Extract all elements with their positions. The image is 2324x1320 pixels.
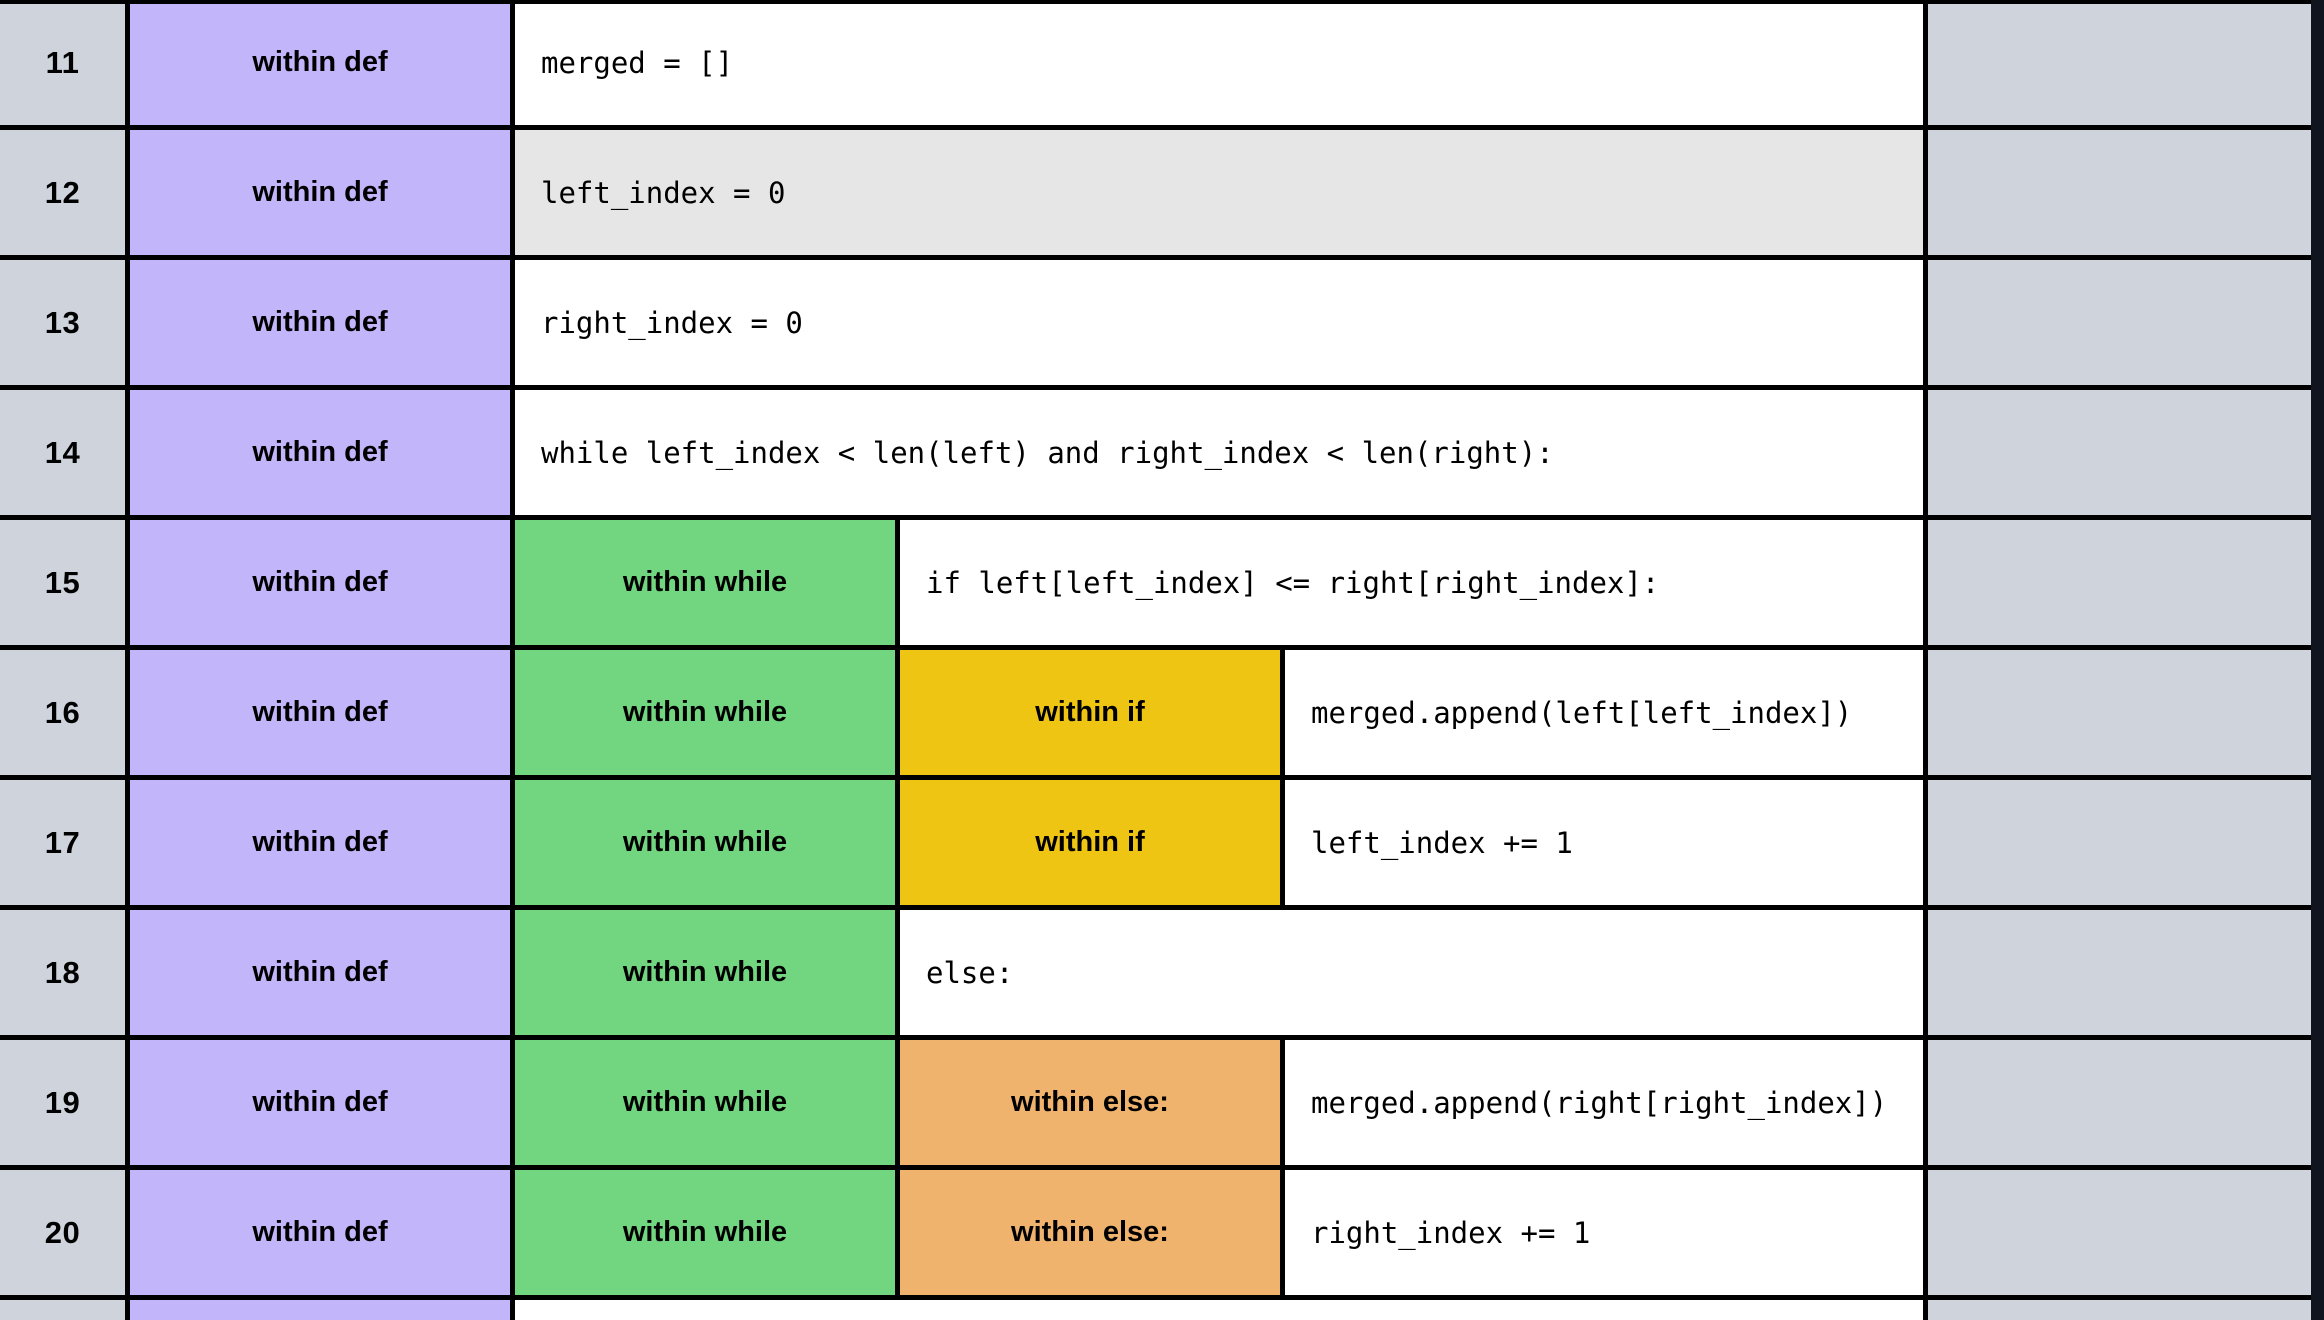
line-number-cell[interactable]: 20 — [0, 1170, 130, 1295]
scope-cell-level-2[interactable]: within while — [515, 780, 900, 905]
trailing-empty-cell[interactable] — [1928, 1300, 2311, 1320]
line-number-cell[interactable]: 17 — [0, 780, 130, 905]
scope-cell-level-1[interactable]: within def — [130, 1300, 515, 1320]
trailing-empty-cell[interactable] — [1928, 1170, 2311, 1295]
code-cell[interactable] — [515, 1300, 1928, 1320]
table-row[interactable]: within def — [0, 1300, 2311, 1320]
scope-cell-level-1[interactable]: within def — [130, 520, 515, 645]
line-number-cell[interactable]: 12 — [0, 130, 130, 255]
scope-cell-level-1[interactable]: within def — [130, 780, 515, 905]
scope-cell-level-2[interactable]: within while — [515, 1170, 900, 1295]
code-cell[interactable]: left_index = 0 — [515, 130, 1928, 255]
line-number-cell[interactable]: 19 — [0, 1040, 130, 1165]
code-cell[interactable]: left_index += 1 — [1285, 780, 1928, 905]
code-cell[interactable]: right_index += 1 — [1285, 1170, 1928, 1295]
scope-cell-level-1[interactable]: within def — [130, 260, 515, 385]
scope-cell-level-2[interactable]: within while — [515, 910, 900, 1035]
code-cell[interactable]: if left[left_index] <= right[right_index… — [900, 520, 1928, 645]
scope-cell-level-1[interactable]: within def — [130, 650, 515, 775]
scope-cell-level-2[interactable]: within while — [515, 520, 900, 645]
scope-cell-level-3[interactable]: within if — [900, 650, 1285, 775]
trailing-empty-cell[interactable] — [1928, 650, 2311, 775]
trailing-empty-cell[interactable] — [1928, 130, 2311, 255]
line-number-cell[interactable] — [0, 1300, 130, 1320]
trailing-empty-cell[interactable] — [1928, 1040, 2311, 1165]
trailing-empty-cell[interactable] — [1928, 780, 2311, 905]
trailing-empty-cell[interactable] — [1928, 520, 2311, 645]
code-cell[interactable]: right_index = 0 — [515, 260, 1928, 385]
trailing-empty-cell[interactable] — [1928, 0, 2311, 125]
trailing-empty-cell[interactable] — [1928, 390, 2311, 515]
code-cell[interactable]: while left_index < len(left) and right_i… — [515, 390, 1928, 515]
table-top-rule — [0, 0, 2311, 4]
line-number-cell[interactable]: 18 — [0, 910, 130, 1035]
scope-cell-level-1[interactable]: within def — [130, 0, 515, 125]
code-cell[interactable]: merged.append(right[right_index]) — [1285, 1040, 1928, 1165]
line-number-cell[interactable]: 14 — [0, 390, 130, 515]
scope-cell-level-1[interactable]: within def — [130, 390, 515, 515]
line-number-cell[interactable]: 11 — [0, 0, 130, 125]
scope-cell-level-3[interactable]: within else: — [900, 1040, 1285, 1165]
line-number-cell[interactable]: 15 — [0, 520, 130, 645]
scope-cell-level-1[interactable]: within def — [130, 130, 515, 255]
scope-cell-level-2[interactable]: within while — [515, 1040, 900, 1165]
line-number-cell[interactable]: 16 — [0, 650, 130, 775]
line-number-cell[interactable]: 13 — [0, 260, 130, 385]
trailing-empty-cell[interactable] — [1928, 910, 2311, 1035]
scope-cell-level-1[interactable]: within def — [130, 1040, 515, 1165]
trailing-empty-cell[interactable] — [1928, 260, 2311, 385]
scope-cell-level-2[interactable]: within while — [515, 650, 900, 775]
scope-cell-level-1[interactable]: within def — [130, 1170, 515, 1295]
scope-cell-level-3[interactable]: within if — [900, 780, 1285, 905]
scope-cell-level-3[interactable]: within else: — [900, 1170, 1285, 1295]
right-gutter — [2311, 0, 2324, 1320]
code-cell[interactable]: merged.append(left[left_index]) — [1285, 650, 1928, 775]
code-cell[interactable]: else: — [900, 910, 1928, 1035]
scope-cell-level-1[interactable]: within def — [130, 910, 515, 1035]
code-cell[interactable]: merged = [] — [515, 0, 1928, 125]
